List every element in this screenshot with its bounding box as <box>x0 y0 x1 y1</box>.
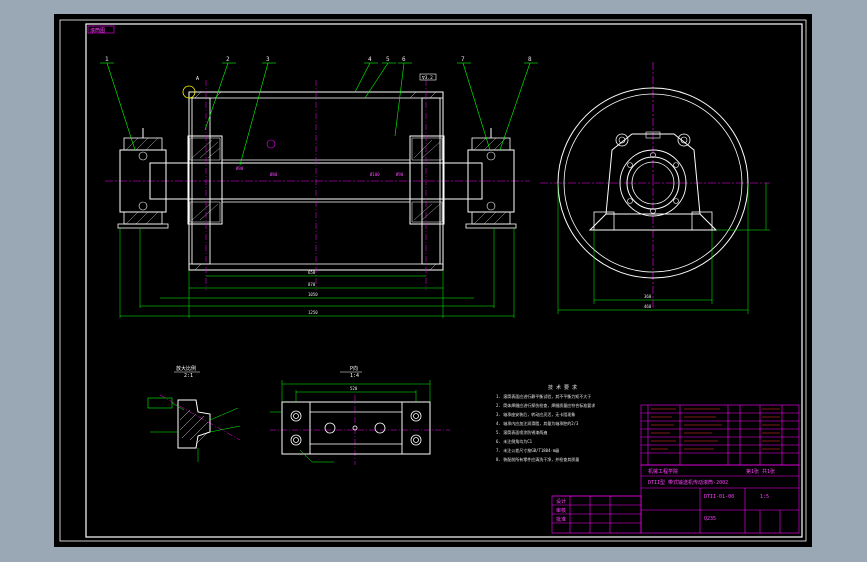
side-view: 360 460 <box>540 62 770 314</box>
part-number-6: 6 <box>402 56 406 63</box>
sheet-border-outer <box>59 19 807 542</box>
front-view-dimensions <box>119 228 515 318</box>
note-line-3: 3. 轴承座安装后，转动应灵活，无卡阻现象 <box>496 411 575 417</box>
part-number-3: 3 <box>266 56 270 63</box>
part-balloons: 1 2 3 4 5 6 7 8 <box>105 56 532 63</box>
roughness-mark: ∇3.2 <box>421 75 433 81</box>
note-line-4: 4. 轴承内应加注润滑脂，其量为轴承腔的2/3 <box>496 420 579 426</box>
title-school: 机械工程学院 <box>648 468 678 475</box>
svg-text:Ø100: Ø100 <box>370 172 380 177</box>
svg-text:Ø90: Ø90 <box>396 172 404 177</box>
corner-tag-box <box>87 25 115 34</box>
part-number-4: 4 <box>368 56 372 63</box>
note-line-2: 2. 筒体焊缝应进行探伤检查，焊缝质量应符合标准要求 <box>496 402 595 408</box>
detail-a-callout <box>182 85 196 99</box>
sheet-border-inner <box>85 23 803 538</box>
title-scale: 1:5 <box>760 494 769 500</box>
dim-drum-length: 650 <box>308 270 316 275</box>
detail-view-scale: 2:1 <box>184 373 193 379</box>
title-sheet: 第1张 共1张 <box>746 468 775 475</box>
title-drawing-name: DTII型 带式输送机传动滚筒-2002 <box>648 479 728 486</box>
title-block <box>551 464 800 534</box>
plan-view: P向 1:4 520 <box>270 365 450 465</box>
part-leaders <box>100 62 538 166</box>
part-number-7: 7 <box>461 56 465 63</box>
detail-a-label: A <box>196 76 199 82</box>
dim-side-width: 360 <box>644 294 652 299</box>
detail-view-title: 放大比例 <box>176 365 196 372</box>
title-drawing-number: DTII-01-00 <box>704 494 734 500</box>
part-number-5: 5 <box>386 56 390 63</box>
technical-notes: 技 术 要 求 1. 滚筒表面应进行静平衡试验，其不平衡力矩不大于 2. 筒体焊… <box>496 384 595 462</box>
part-number-1: 1 <box>105 56 109 63</box>
dim-length-3: 1050 <box>308 292 318 297</box>
note-line-5: 5. 滚筒表面喷涂防锈漆两遍 <box>496 429 547 435</box>
plan-view-title: P向 <box>350 365 358 372</box>
svg-text:Ø80: Ø80 <box>270 172 278 177</box>
title-designer: 设计 <box>556 498 566 505</box>
corner-tag: 滚筒图 <box>90 27 105 34</box>
notes-title: 技 术 要 求 <box>548 384 577 391</box>
title-checker: 审核 <box>556 507 566 514</box>
note-line-6: 6. 未注倒角均为C1 <box>496 438 533 444</box>
title-material: Q235 <box>704 516 716 522</box>
part-number-8: 8 <box>528 56 532 63</box>
title-approver: 批准 <box>556 516 566 523</box>
note-line-1: 1. 滚筒表面应进行静平衡试验，其不平衡力矩不大于 <box>496 393 591 399</box>
parts-list-table <box>640 404 800 466</box>
detail-view: 放大比例 2:1 <box>147 365 241 462</box>
dim-plan-width: 520 <box>350 386 358 391</box>
note-line-7: 7. 未注公差尺寸按GB/T1804-m级 <box>496 447 559 453</box>
svg-text:Ø90: Ø90 <box>236 166 244 171</box>
note-line-8: 8. 装配前所有零件应清洗干净，并检查其质量 <box>496 456 579 462</box>
model-space-background <box>54 14 812 547</box>
plan-view-scale: 1:4 <box>350 373 359 379</box>
dim-side-height: 460 <box>644 304 652 309</box>
dim-total-length: 1250 <box>308 310 318 315</box>
part-number-2: 2 <box>226 56 230 63</box>
dim-length-2: 870 <box>308 282 316 287</box>
